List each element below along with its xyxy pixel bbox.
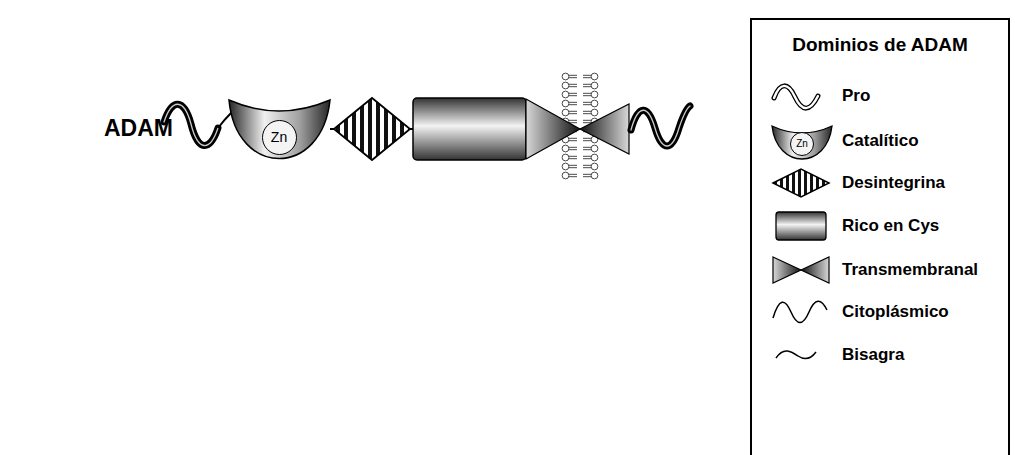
cys-rich-domain [413,98,526,160]
element-symbol: Zn [796,139,808,149]
zinc-ion-circle: Zn [790,132,814,156]
adam-chain [164,72,690,180]
legend-border [751,19,1009,455]
legend-label: Transmembranal [842,260,978,280]
transmembrane-domain [580,104,629,154]
legend-label: Catalítico [842,131,919,151]
molecule-name: ADAM [104,115,173,141]
transmembrane-domain [526,99,580,159]
element-symbol: Zn [271,130,287,144]
cytoplasmic-domain [631,106,690,146]
hinge-icon [776,351,816,359]
legend-label: Rico en Cys [842,216,939,236]
hinge-line [218,112,232,128]
legend-label: Pro [842,86,870,106]
legend-label: Desintegrina [842,173,945,193]
legend-label: Citoplásmico [842,302,949,322]
transmembrane-icon [773,257,801,283]
cys-rich-icon [776,212,826,240]
disintegrin-icon [773,169,829,197]
pro-icon [774,86,818,108]
legend-label: Bisagra [842,345,904,365]
catalytic-domain [229,100,330,159]
transmembrane-icon [801,257,829,283]
catalytic-icon [772,126,832,159]
legend-panel [751,19,1009,455]
disintegrin-domain [334,98,410,160]
legend-title: Dominios de ADAM [792,34,968,56]
cytoplasmic-icon [773,301,827,322]
zinc-ion-circle: Zn [262,120,297,155]
